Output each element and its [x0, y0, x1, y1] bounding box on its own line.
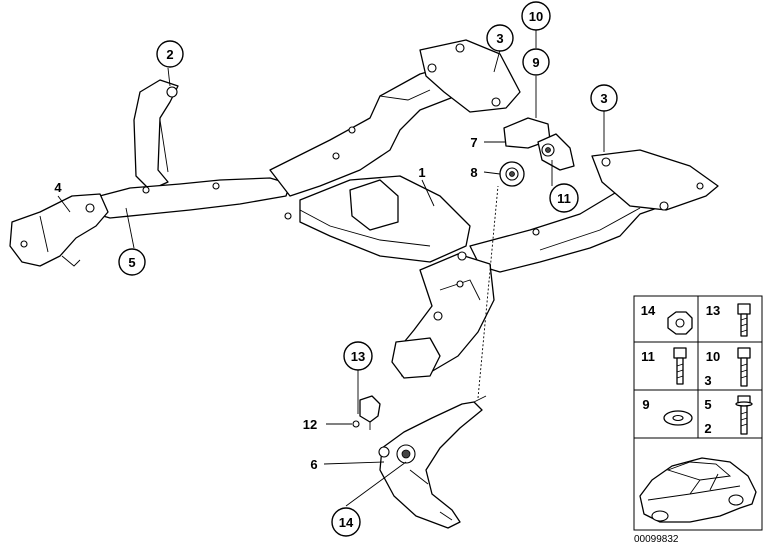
callout-2: 2	[156, 40, 184, 68]
bushing-assembly	[499, 117, 575, 187]
callouts: 2 3 3 10 9 7 8 1 11 4	[54, 1, 618, 537]
svg-text:3: 3	[496, 31, 503, 46]
callout-7: 7	[470, 135, 477, 150]
svg-text:5: 5	[704, 397, 711, 412]
svg-text:13: 13	[351, 349, 365, 364]
svg-text:10: 10	[529, 9, 543, 24]
callout-3-left: 3	[486, 24, 514, 52]
svg-text:9: 9	[642, 397, 649, 412]
svg-text:12: 12	[303, 417, 317, 432]
svg-text:6: 6	[310, 457, 317, 472]
legend-cell-bolt-13: 13	[706, 303, 751, 337]
svg-text:11: 11	[557, 191, 571, 206]
callout-12: 12	[303, 417, 317, 432]
diagram-code: 00099832	[634, 534, 679, 544]
leader-lines	[57, 30, 605, 507]
svg-text:8: 8	[470, 165, 477, 180]
callout-13: 13	[343, 341, 373, 371]
control-arm	[378, 395, 487, 529]
legend-cell-washer: 9	[642, 397, 693, 426]
svg-text:5: 5	[128, 255, 135, 270]
callout-14: 14	[331, 507, 361, 537]
legend-cell-bolt-10-3: 10 3	[704, 347, 751, 388]
axle-carrier	[91, 39, 719, 379]
legend-cell-bolt-5-2: 5 2	[704, 395, 753, 436]
bracket-part-4	[9, 193, 109, 267]
svg-text:7: 7	[470, 135, 477, 150]
svg-text:9: 9	[532, 55, 539, 70]
svg-text:14: 14	[339, 515, 354, 530]
legend-cell-nut: 14	[641, 303, 693, 335]
svg-text:4: 4	[54, 180, 62, 195]
callout-4: 4	[54, 180, 62, 195]
callout-9: 9	[522, 48, 550, 76]
callout-5: 5	[118, 248, 146, 276]
legend-cell-bolt-11: 11	[641, 347, 687, 385]
car-illustration	[639, 457, 757, 523]
callout-8: 8	[470, 165, 477, 180]
svg-text:10: 10	[706, 349, 720, 364]
sensor-part-12	[352, 395, 381, 430]
callout-1: 1	[418, 165, 425, 180]
callout-3-right: 3	[590, 84, 618, 112]
parts-legend: 14 13 11 10 3 9	[633, 295, 763, 531]
svg-text:1: 1	[418, 165, 425, 180]
svg-text:3: 3	[704, 373, 711, 388]
callout-6: 6	[310, 457, 317, 472]
svg-text:14: 14	[641, 303, 656, 318]
callout-11: 11	[549, 183, 579, 213]
svg-text:2: 2	[166, 47, 173, 62]
svg-text:13: 13	[706, 303, 720, 318]
svg-text:2: 2	[704, 421, 711, 436]
svg-text:11: 11	[641, 349, 655, 364]
callout-10: 10	[521, 1, 551, 31]
svg-text:3: 3	[600, 91, 607, 106]
